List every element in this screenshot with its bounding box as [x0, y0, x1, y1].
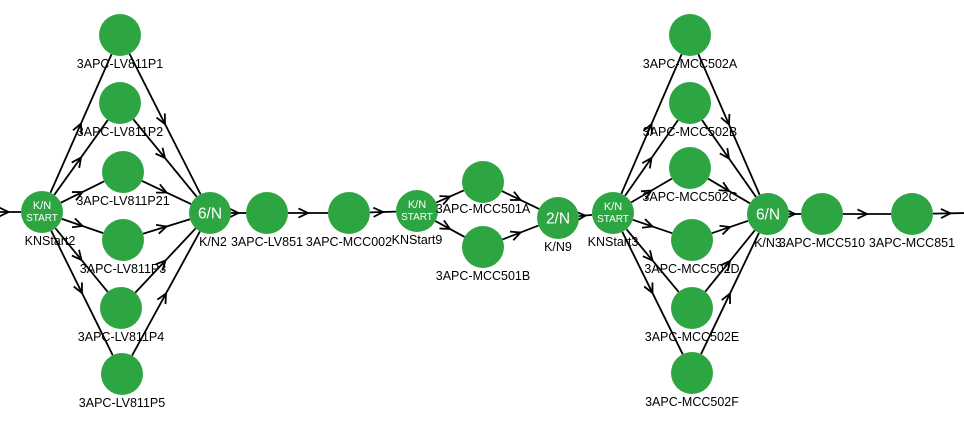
- node-mcc501a[interactable]: [462, 161, 504, 203]
- arrowhead-icon: [719, 147, 731, 161]
- arrowhead-icon: [155, 258, 167, 271]
- node-label-p2: 3APC-LV811P2: [77, 125, 163, 139]
- node-label-mcc510: 3APC-MCC510: [779, 236, 865, 250]
- node-knstart2[interactable]: [21, 191, 63, 233]
- gate-text-kn9: 2/N: [546, 211, 570, 228]
- node-label-p5: 3APC-LV811P5: [79, 396, 165, 410]
- start-subtext-knstart9: START: [401, 212, 433, 223]
- gate-text-kn2: 6/N: [198, 206, 222, 223]
- arrowhead-icon: [719, 224, 732, 236]
- arrowhead-icon: [228, 207, 241, 219]
- start-text-knstart3: K/N: [604, 201, 622, 213]
- arrowhead-icon: [0, 206, 11, 218]
- node-label-mcc502d: 3APC-MCC502D: [644, 262, 739, 276]
- node-mcc002[interactable]: [328, 192, 370, 234]
- node-label-mcc502b: 3APC-MCC502B: [643, 125, 737, 139]
- arrowhead-icon: [720, 113, 731, 127]
- node-mcc851[interactable]: [891, 193, 933, 235]
- node-label-kn3: K/N3: [754, 236, 782, 250]
- node-mcc502f[interactable]: [671, 352, 713, 394]
- arrowhead-icon: [721, 291, 731, 305]
- node-mcc502c[interactable]: [669, 147, 711, 189]
- node-label-knstart2: KNStart2: [25, 234, 76, 248]
- node-mcc502e[interactable]: [671, 287, 713, 329]
- node-label-p4: 3APC-LV811P4: [78, 330, 164, 344]
- node-knstart3[interactable]: [592, 192, 634, 234]
- arrowhead-icon: [156, 291, 167, 305]
- arrowhead-icon: [640, 189, 654, 200]
- node-label-p3: 3APC-LV811P3: [80, 262, 166, 276]
- node-mcc502d[interactable]: [671, 219, 713, 261]
- arrowhead-icon: [71, 217, 85, 229]
- node-p2[interactable]: [99, 82, 141, 124]
- node-p1[interactable]: [99, 14, 141, 56]
- arrowhead-icon: [373, 206, 386, 218]
- node-label-lv851: 3APC-LV851: [231, 235, 303, 249]
- node-mcc502b[interactable]: [669, 82, 711, 124]
- node-label-p21: 3APC-LV811P21: [76, 194, 169, 208]
- node-mcc501b[interactable]: [462, 226, 504, 268]
- node-p4[interactable]: [100, 287, 142, 329]
- node-label-mcc002: 3APC-MCC002: [306, 235, 392, 249]
- arrowhead-icon: [720, 259, 732, 272]
- arrowhead-icon: [71, 249, 83, 262]
- arrowhead-icon: [155, 224, 169, 235]
- node-label-knstart3: KNStart3: [588, 235, 639, 249]
- node-p5[interactable]: [101, 353, 143, 395]
- node-label-p1: 3APC-LV811P1: [77, 57, 163, 71]
- node-kn3[interactable]: [747, 193, 789, 235]
- arrowhead-icon: [156, 113, 166, 126]
- arrowhead-icon: [575, 210, 588, 222]
- node-label-kn9: K/N9: [544, 240, 572, 254]
- arrowhead-icon: [72, 121, 83, 135]
- arrowhead-icon: [439, 195, 452, 206]
- node-lv851[interactable]: [246, 192, 288, 234]
- start-text-knstart2: K/N: [33, 200, 51, 212]
- arrowhead-icon: [71, 155, 83, 169]
- node-label-mcc502e: 3APC-MCC502E: [645, 330, 739, 344]
- node-kn9[interactable]: [537, 197, 579, 239]
- arrowhead-icon: [642, 122, 653, 135]
- node-label-mcc502f: 3APC-MCC502F: [645, 395, 739, 409]
- arrowhead-icon: [857, 208, 870, 220]
- node-p21[interactable]: [102, 151, 144, 193]
- node-label-mcc501b: 3APC-MCC501B: [436, 269, 530, 283]
- node-p3[interactable]: [102, 219, 144, 261]
- start-subtext-knstart3: START: [597, 214, 629, 225]
- arrowhead-icon: [155, 183, 169, 194]
- node-label-mcc501a: 3APC-MCC501A: [436, 202, 531, 216]
- node-mcc502a[interactable]: [669, 14, 711, 56]
- arrowhead-icon: [298, 207, 311, 219]
- node-label-mcc502c: 3APC-MCC502C: [642, 190, 737, 204]
- node-kn2[interactable]: [189, 192, 231, 234]
- arrowhead-icon: [643, 282, 654, 295]
- arrowhead-icon: [71, 191, 85, 201]
- arrowhead-icon: [641, 218, 655, 229]
- node-label-mcc502a: 3APC-MCC502A: [643, 57, 738, 71]
- arrowhead-icon: [718, 181, 731, 193]
- node-mcc510[interactable]: [801, 193, 843, 235]
- arrowhead-icon: [940, 208, 953, 219]
- start-text-knstart9: K/N: [408, 199, 426, 211]
- arrowhead-icon: [155, 147, 167, 160]
- arrowhead-icon: [642, 250, 654, 263]
- node-label-knstart9: KNStart9: [392, 233, 443, 247]
- start-subtext-knstart2: START: [26, 213, 58, 224]
- node-label-kn2: K/N2: [199, 235, 227, 249]
- arrowhead-icon: [439, 219, 452, 230]
- arrowhead-icon: [509, 191, 523, 201]
- gate-text-kn3: 6/N: [756, 207, 780, 224]
- arrowhead-icon: [641, 156, 653, 169]
- arrowhead-icon: [73, 282, 83, 295]
- node-knstart9[interactable]: [396, 190, 438, 232]
- arrowhead-icon: [509, 230, 523, 241]
- node-label-mcc851: 3APC-MCC851: [869, 236, 955, 250]
